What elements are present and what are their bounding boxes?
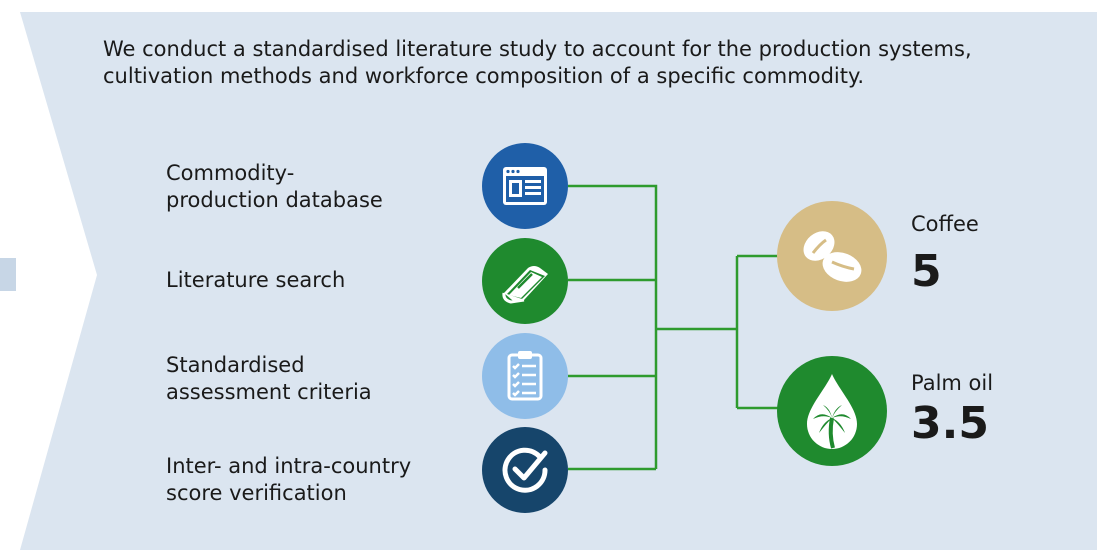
result-name-palm-oil: Palm oil (911, 371, 994, 395)
intro-line-2: cultivation methods and workforce compos… (103, 64, 865, 88)
intro-text: We conduct a standardised literature stu… (103, 36, 1097, 90)
result-value-coffee: 5 (911, 246, 942, 297)
intro-line-1: We conduct a standardised literature stu… (103, 37, 972, 61)
book-icon (482, 238, 568, 324)
coffee-bean-icon (777, 201, 887, 311)
result-name-coffee: Coffee (911, 212, 979, 236)
clipboard-checklist-icon (482, 333, 568, 419)
step-label-database: Commodity- production database (166, 161, 383, 212)
database-window-icon (482, 143, 568, 229)
step-label-literature: Literature search (166, 268, 346, 292)
checkmark-circle-icon (482, 427, 568, 513)
palm-oil-drop-icon (777, 356, 887, 466)
step-label-verification: Inter- and intra-country score verificat… (166, 454, 412, 505)
result-value-palm-oil: 3.5 (911, 398, 989, 449)
step-label-criteria: Standardised assessment criteria (166, 353, 372, 404)
